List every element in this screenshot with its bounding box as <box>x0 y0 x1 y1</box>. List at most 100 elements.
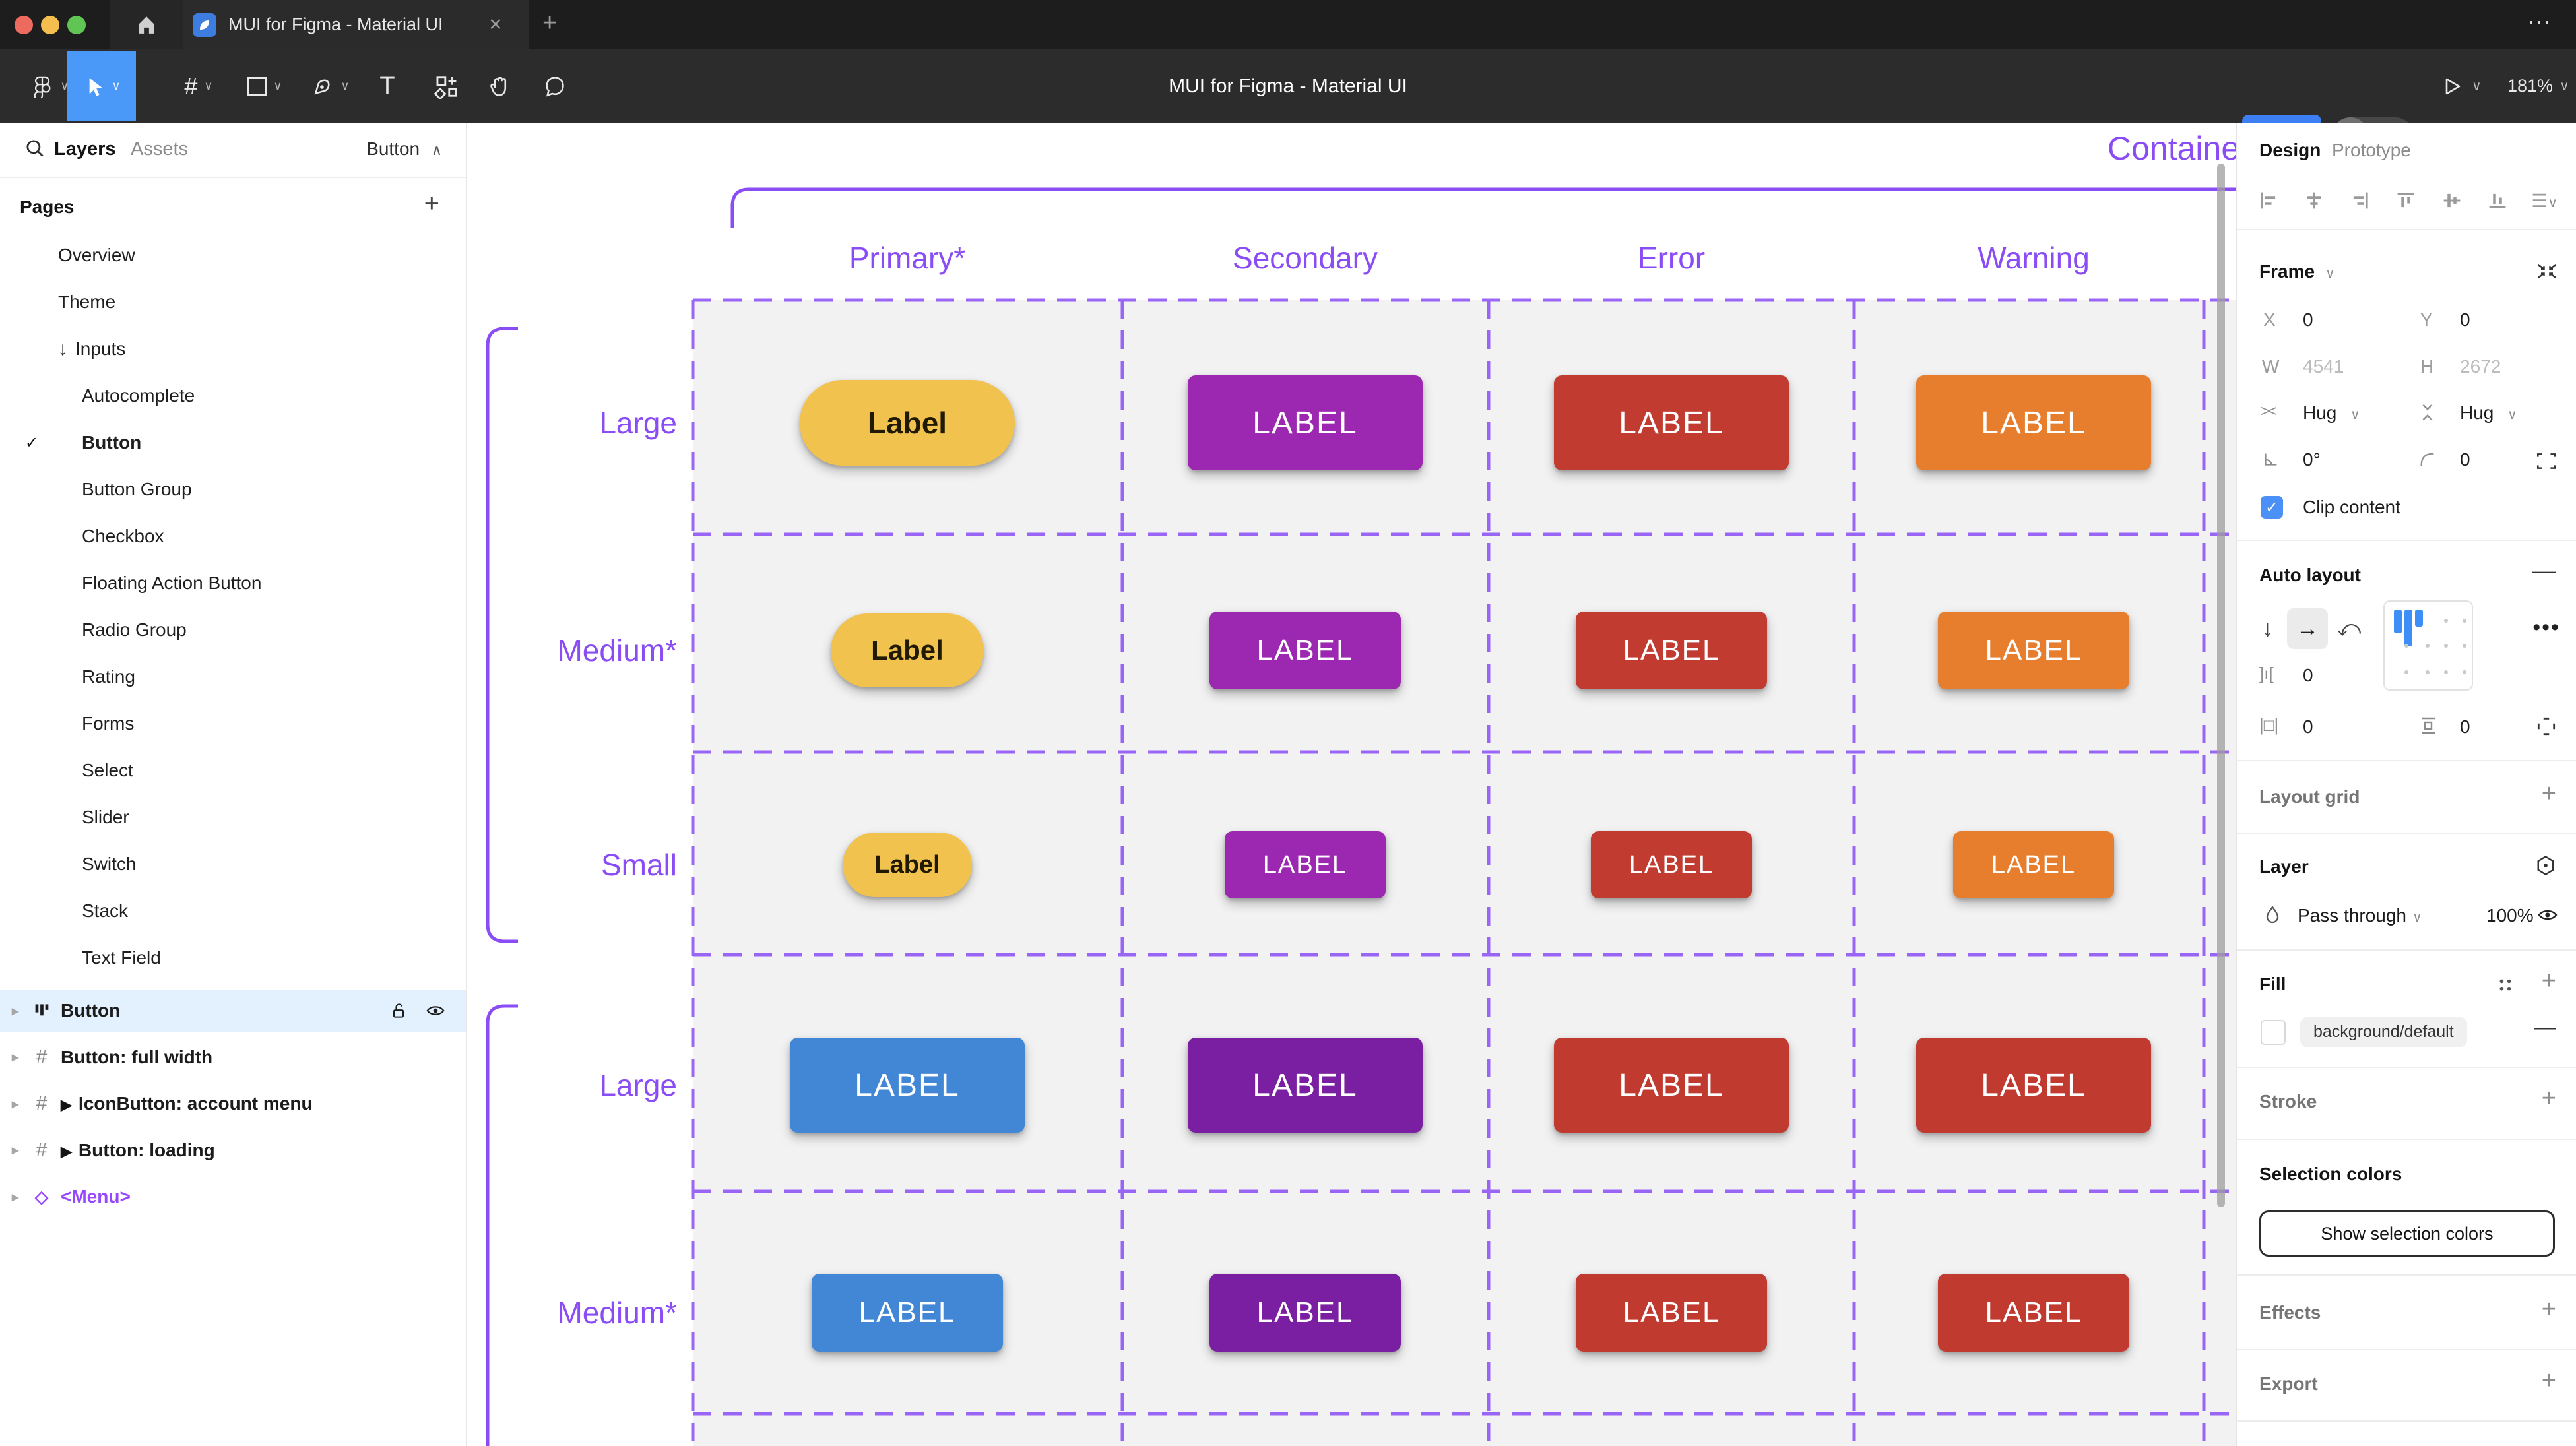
sidebar-page-autocomplete[interactable]: Autocomplete <box>0 377 466 414</box>
file-tab[interactable]: MUI for Figma - Material UI <box>183 0 529 49</box>
eye-icon[interactable] <box>2536 904 2559 926</box>
align-left-icon[interactable] <box>2257 189 2280 212</box>
expand-chevron-icon[interactable]: ▸ <box>12 1189 19 1205</box>
layer-row-button-loading[interactable]: ▸#▶Button: loading <box>0 1129 466 1172</box>
hug-vertical-select[interactable]: Hug <box>2460 402 2494 423</box>
new-tab-button[interactable]: + <box>542 9 558 37</box>
add-stroke-button[interactable]: + <box>2541 1084 2556 1112</box>
tab-close-icon[interactable]: ✕ <box>488 15 503 34</box>
canvas[interactable]: Contained Primary*SecondaryErrorWarning … <box>467 123 2236 1446</box>
clip-content-checkbox[interactable]: ✓ <box>2261 496 2283 519</box>
tab-prototype[interactable]: Prototype <box>2332 140 2411 160</box>
layer-row-button[interactable]: ▸Button <box>0 990 466 1032</box>
distribute-menu-icon[interactable]: ☰∨ <box>2531 190 2558 211</box>
hand-tool-button[interactable] <box>476 49 523 123</box>
present-play-button[interactable] <box>2441 76 2463 97</box>
button-sample[interactable]: LABEL <box>1576 1274 1767 1352</box>
window-more-icon[interactable]: ⋯ <box>2527 8 2554 35</box>
sidebar-page-radio-group[interactable]: Radio Group <box>0 612 466 648</box>
sidebar-page-button[interactable]: ✓Button <box>0 424 466 461</box>
sidebar-page-theme[interactable]: Theme <box>0 284 466 321</box>
button-sample[interactable]: LABEL <box>1225 831 1386 898</box>
button-sample[interactable]: LABEL <box>1591 831 1752 898</box>
blend-mode-select[interactable]: Pass through <box>2298 905 2406 926</box>
button-sample[interactable]: LABEL <box>1554 375 1789 470</box>
add-export-button[interactable]: + <box>2541 1367 2556 1395</box>
padding-vertical-input[interactable]: 0 <box>2460 716 2470 737</box>
traffic-minimize-button[interactable] <box>41 16 59 34</box>
auto-layout-more-icon[interactable]: ••• <box>2532 615 2560 640</box>
sidebar-page-slider[interactable]: Slider <box>0 799 466 836</box>
remove-fill-button[interactable]: — <box>2534 1015 2556 1040</box>
expand-chevron-icon[interactable]: ▸ <box>12 1003 19 1019</box>
frame-tool-button[interactable]: # ∨ <box>162 49 235 123</box>
x-input[interactable]: 0 <box>2303 309 2313 330</box>
layer-row-button-full-width[interactable]: ▸#Button: full width <box>0 1036 466 1079</box>
sidebar-page-overview[interactable]: Overview <box>0 237 466 274</box>
tab-layers[interactable]: Layers <box>54 139 116 160</box>
add-page-button[interactable]: + <box>424 189 439 218</box>
button-sample[interactable]: LABEL <box>1188 1038 1423 1133</box>
sidebar-page-checkbox[interactable]: Checkbox <box>0 518 466 555</box>
button-sample[interactable]: LABEL <box>1938 1274 2129 1352</box>
layer-row--menu-[interactable]: ▸◇<Menu> <box>0 1176 466 1218</box>
corner-radius-input[interactable]: 0 <box>2460 449 2470 470</box>
shape-tool-button[interactable]: ∨ <box>228 49 301 123</box>
layer-row-iconbutton-account-menu[interactable]: ▸#▶IconButton: account menu <box>0 1083 466 1125</box>
sidebar-page-switch[interactable]: Switch <box>0 846 466 883</box>
move-tool-button[interactable]: ∨ <box>67 51 136 121</box>
eye-icon[interactable] <box>425 1000 446 1021</box>
width-input[interactable]: 4541 <box>2303 356 2344 377</box>
expand-chevron-icon[interactable]: ▸ <box>12 1143 19 1158</box>
comment-tool-button[interactable] <box>532 49 578 123</box>
frame-section-title[interactable]: Frame <box>2259 261 2315 282</box>
button-sample[interactable]: LABEL <box>1916 1038 2151 1133</box>
traffic-zoom-button[interactable] <box>67 16 86 34</box>
button-sample[interactable]: LABEL <box>1916 375 2151 470</box>
blend-mode-icon[interactable] <box>2534 854 2558 877</box>
button-sample[interactable]: LABEL <box>790 1038 1025 1133</box>
sidebar-page-inputs[interactable]: ↓Inputs <box>0 330 466 367</box>
button-sample[interactable]: LABEL <box>1953 831 2114 898</box>
individual-padding-icon[interactable] <box>2535 715 2558 738</box>
padding-horizontal-input[interactable]: 0 <box>2303 716 2313 737</box>
sidebar-page-button-group[interactable]: Button Group <box>0 471 466 508</box>
sidebar-page-text-field[interactable]: Text Field <box>0 939 466 976</box>
search-icon[interactable] <box>24 137 46 160</box>
add-effect-button[interactable]: + <box>2541 1296 2556 1323</box>
frame-name-label[interactable]: Contained <box>2108 130 2236 167</box>
resources-tool-button[interactable] <box>420 49 472 123</box>
opacity-input[interactable]: 100% <box>2486 905 2534 926</box>
show-selection-colors-button[interactable]: Show selection colors <box>2259 1210 2555 1257</box>
add-fill-button[interactable]: + <box>2541 967 2556 995</box>
expand-chevron-icon[interactable]: ▸ <box>12 1096 19 1112</box>
expand-chevron-icon[interactable]: ▸ <box>12 1050 19 1065</box>
direction-vertical-button[interactable]: ↓ <box>2262 616 2273 641</box>
add-layout-grid-button[interactable]: + <box>2541 780 2556 807</box>
button-sample[interactable]: Label <box>800 380 1015 466</box>
arrow-down-icon[interactable]: ↓ <box>58 338 67 359</box>
align-vertical-center-icon[interactable] <box>2440 189 2464 212</box>
traffic-close-button[interactable] <box>15 16 33 34</box>
fill-token-chip[interactable]: background/default <box>2300 1017 2467 1047</box>
button-sample[interactable]: LABEL <box>812 1274 1003 1352</box>
button-sample[interactable]: LABEL <box>1576 612 1767 689</box>
zoom-menu[interactable]: 181% ∨ <box>2507 49 2569 123</box>
sidebar-page-rating[interactable]: Rating <box>0 658 466 695</box>
unlock-icon[interactable] <box>389 1001 408 1020</box>
text-tool-button[interactable]: T <box>364 49 410 123</box>
fill-color-swatch[interactable] <box>2261 1020 2286 1045</box>
align-top-icon[interactable] <box>2394 189 2418 212</box>
align-horizontal-center-icon[interactable] <box>2302 189 2326 212</box>
chevron-down-icon[interactable]: ∨ <box>2325 267 2335 281</box>
button-sample[interactable]: LABEL <box>1188 375 1423 470</box>
page-selector[interactable]: Button ∧ <box>366 139 442 159</box>
button-sample[interactable]: LABEL <box>1209 1274 1401 1352</box>
hug-horizontal-select[interactable]: Hug <box>2303 402 2337 423</box>
direction-wrap-button[interactable]: ⤺ <box>2337 616 2362 641</box>
button-sample[interactable]: Label <box>843 833 972 897</box>
gap-input[interactable]: 0 <box>2303 665 2313 685</box>
remove-auto-layout-button[interactable]: — <box>2532 557 2556 584</box>
button-sample[interactable]: LABEL <box>1554 1038 1789 1133</box>
collapse-panel-icon[interactable] <box>2535 259 2559 282</box>
